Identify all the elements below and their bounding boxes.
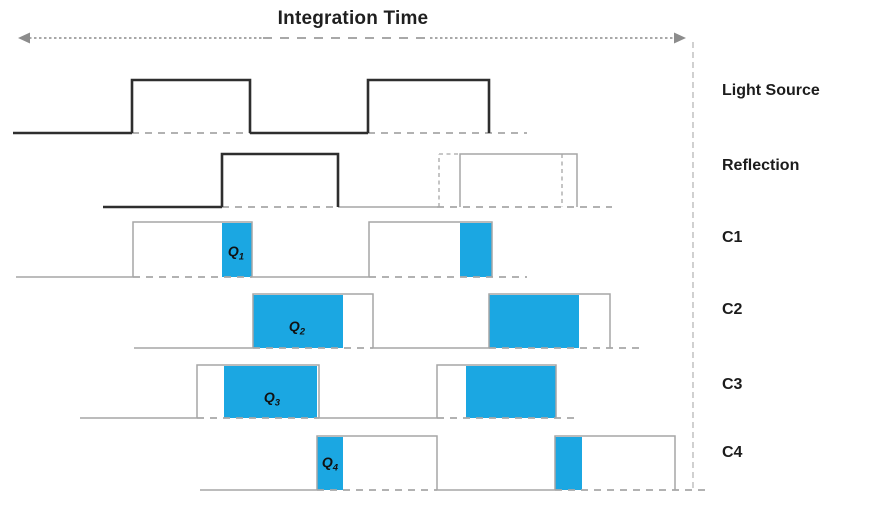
diagram-title: Integration Time bbox=[277, 8, 429, 29]
reflection-ghost-pulse bbox=[459, 153, 578, 207]
c2-pulse bbox=[488, 293, 611, 348]
light-source-pulse bbox=[366, 78, 491, 133]
row-label-light-source: Light Source bbox=[722, 82, 820, 99]
charge-region-c4 bbox=[555, 437, 582, 490]
c3-pulse bbox=[436, 364, 557, 418]
c1-pulse bbox=[132, 221, 253, 277]
c2-pulse bbox=[252, 293, 374, 348]
c3-pulse bbox=[196, 364, 320, 418]
charge-region-c2 bbox=[253, 295, 343, 348]
row-label-c2: C2 bbox=[722, 301, 743, 318]
charge-region-c3 bbox=[224, 366, 317, 418]
charge-region-c4 bbox=[317, 437, 343, 490]
charge-region-c3 bbox=[466, 366, 556, 418]
arrow-right-head bbox=[674, 32, 686, 44]
light-source-pulse bbox=[130, 78, 252, 133]
charge-region-c1 bbox=[460, 223, 492, 277]
row-label-c4: C4 bbox=[722, 444, 743, 461]
c4-pulse bbox=[554, 435, 676, 490]
row-label-c3: C3 bbox=[722, 376, 743, 393]
row-label-c1: C1 bbox=[722, 229, 743, 246]
charge-region-c2 bbox=[489, 295, 579, 348]
row-label-reflection: Reflection bbox=[722, 157, 800, 174]
reflection-pulse bbox=[220, 152, 340, 207]
c4-pulse bbox=[316, 435, 438, 490]
charge-region-c1 bbox=[222, 223, 252, 277]
c1-pulse bbox=[368, 221, 493, 277]
arrow-left-head bbox=[18, 32, 30, 44]
